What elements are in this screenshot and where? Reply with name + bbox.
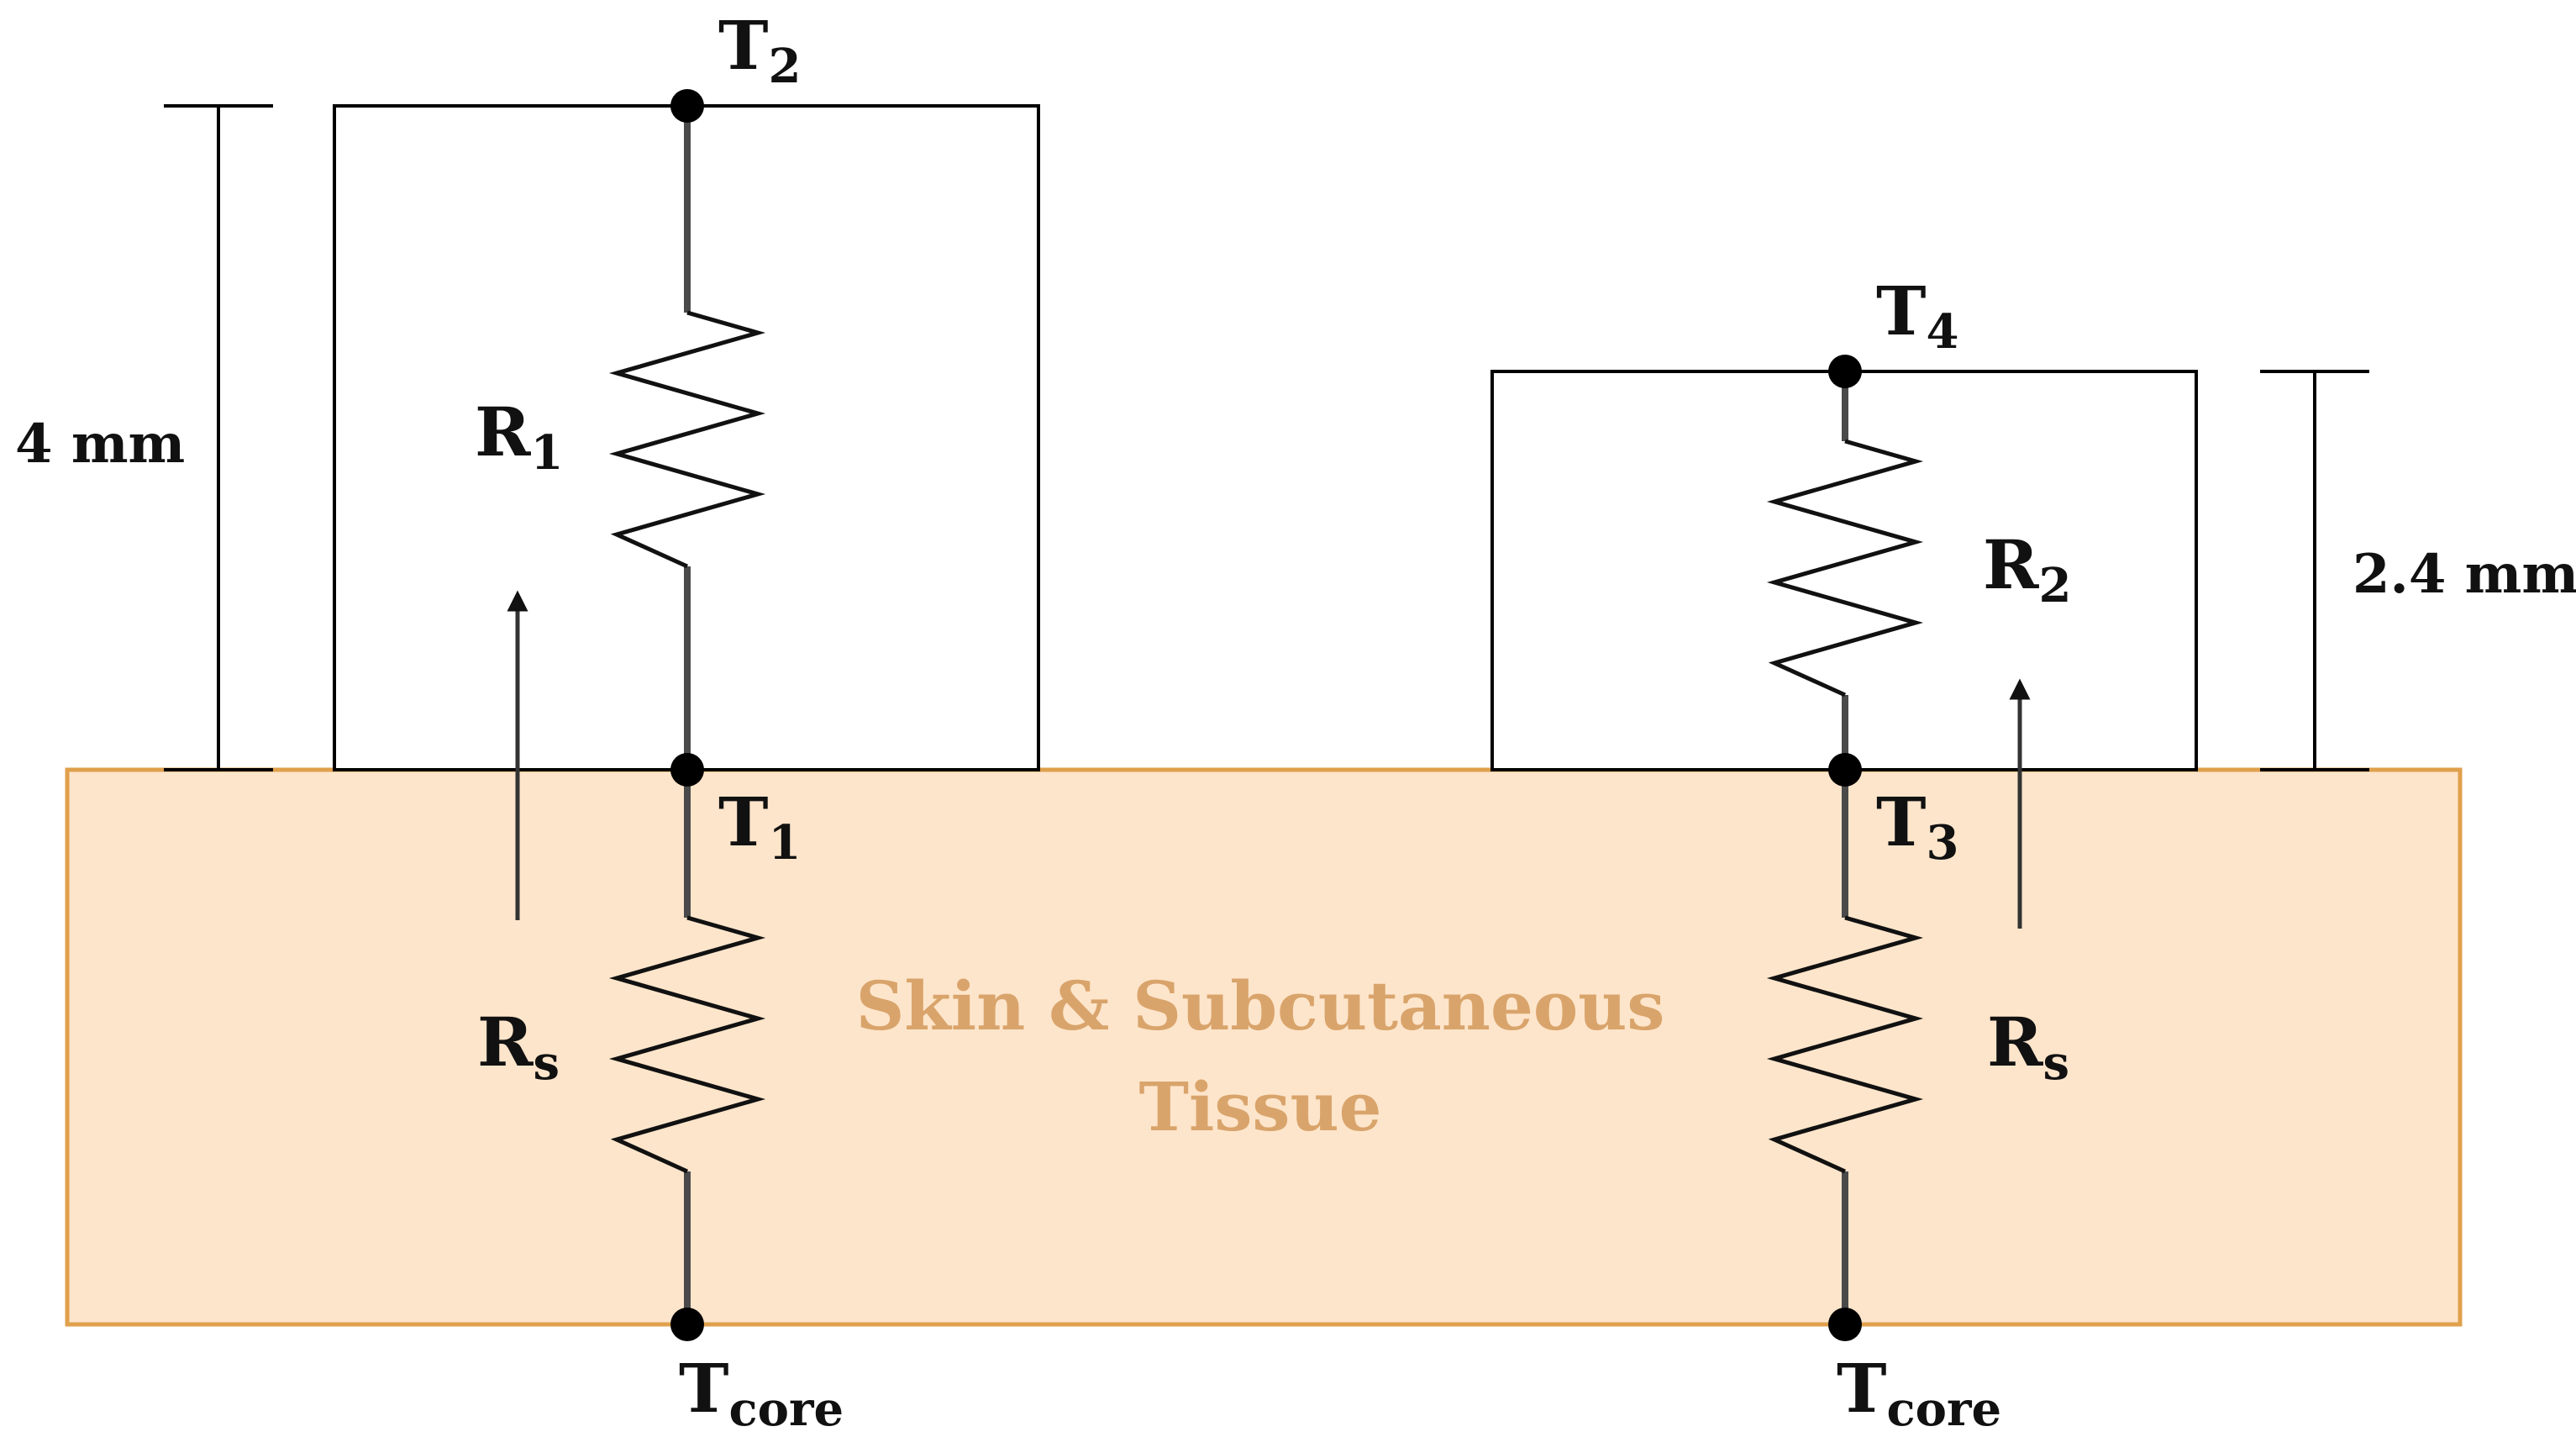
label-t2: T2 [718,6,802,94]
resistor-r1 [608,310,766,569]
tissue-label-line2: Tissue [1138,1067,1381,1146]
tissue-label-line1: Skin & Subcutaneous [856,966,1665,1045]
node-tcore-right [1828,1308,1862,1341]
node-tcore-left [670,1308,704,1341]
resistor-r2 [1766,439,1924,697]
node-t3 [1828,753,1862,787]
label-t4: T4 [1876,271,1959,360]
tissue-layer [65,767,2463,1327]
label-t3: T3 [1876,782,1959,871]
label-rs-right: Rs [1987,1003,2069,1091]
left-dimension-marker [164,104,273,771]
resistor-rs-left [608,915,766,1174]
label-t1: T1 [718,782,802,871]
node-t1 [670,753,704,787]
label-r1: R1 [475,392,563,481]
left-dimension-label: 4 mm [15,413,185,476]
node-t4 [1828,355,1862,388]
label-tcore-left: Tcore [679,1349,844,1437]
right-dimension-marker [2260,370,2369,771]
resistor-rs-right [1766,915,1924,1174]
right-dimension-label: 2.4 mm [2353,543,2576,606]
label-r2: R2 [1983,525,2071,613]
node-t2 [670,89,704,123]
label-rs-left: Rs [477,1003,560,1091]
label-tcore-right: Tcore [1837,1349,2001,1437]
